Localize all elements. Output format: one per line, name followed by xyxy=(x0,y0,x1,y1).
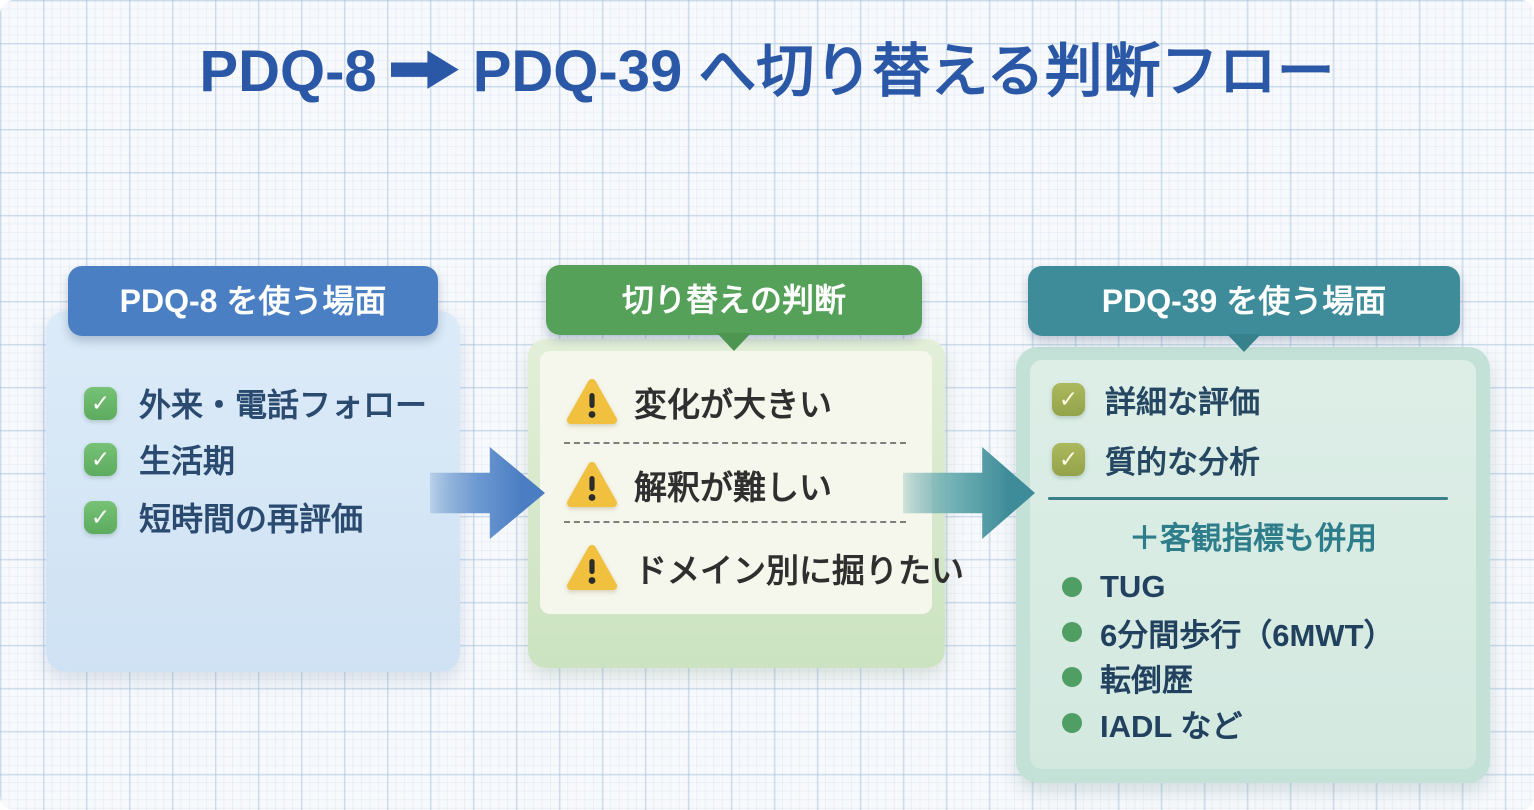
title-pdq8-label: PDQ-8 xyxy=(199,39,377,104)
checkmark-icon: ✓ xyxy=(1052,382,1085,416)
section-divider xyxy=(1048,497,1448,500)
pdq39-header: PDQ-39 を使う場面 xyxy=(1028,266,1460,352)
pdq39-header-label: PDQ-39 を使う場面 xyxy=(1101,283,1387,319)
speech-tail-icon xyxy=(1227,334,1261,352)
bullet-dot-icon xyxy=(1062,622,1082,642)
pdq8-header: PDQ-8 を使う場面 xyxy=(68,266,438,336)
decision-item-label: 変化が大きい xyxy=(634,386,832,423)
decision-item-row: 解釈が難しい xyxy=(566,461,832,509)
bullet-dot-icon xyxy=(1062,667,1082,687)
pdq39-bullet-label: TUG xyxy=(1100,569,1166,604)
pdq39-item-label: 質的な分析 xyxy=(1105,444,1260,480)
checkmark-icon: ✓ xyxy=(84,386,117,420)
title-right-arrow-icon xyxy=(390,50,459,89)
checkmark-icon: ✓ xyxy=(84,442,117,476)
decision-header-label: 切り替えの判断 xyxy=(621,282,846,318)
decision-header: 切り替えの判断 xyxy=(546,265,922,351)
warning-triangle-icon xyxy=(567,379,617,424)
pdq8-item-row: ✓ 生活期 xyxy=(84,441,235,479)
pdq39-bullet-label: 転倒歴 xyxy=(1100,662,1193,698)
pdq39-inner-panel xyxy=(1030,360,1476,769)
pdq8-item-row: ✓ 短時間の再評価 xyxy=(84,499,363,537)
bullet-dot-icon xyxy=(1062,577,1082,597)
pdq39-item-label: 詳細な評価 xyxy=(1105,384,1260,420)
bullet-dot-icon xyxy=(1062,713,1082,733)
pdq39-item-row: ✓ 詳細な評価 xyxy=(1052,381,1260,420)
checkmark-icon: ✓ xyxy=(84,500,117,534)
warning-triangle-icon xyxy=(567,462,617,507)
pdq8-item-row: ✓ 外来・電話フォロー xyxy=(84,385,427,423)
decision-item-label: 解釈が難しい xyxy=(634,469,832,506)
title-rest-label: PDQ-39 へ切り替える判断フロー xyxy=(472,39,1335,104)
pdq8-header-label: PDQ-8 を使う場面 xyxy=(119,283,387,319)
pdq39-bullet-label: IADL など xyxy=(1100,708,1243,744)
pdq39-bullet-row: 転倒歴 xyxy=(1062,660,1193,698)
decision-item-row: 変化が大きい xyxy=(566,378,832,426)
decision-item-row: ドメイン別に掘りたい xyxy=(566,544,964,592)
speech-tail-icon xyxy=(717,333,751,351)
pdq39-bullet-label: 6分間歩行（6MWT） xyxy=(1100,617,1395,653)
pdq8-item-label: 短時間の再評価 xyxy=(139,501,364,537)
pdq8-item-label: 生活期 xyxy=(139,443,236,479)
pdq39-item-row: ✓ 質的な分析 xyxy=(1052,441,1260,480)
pdq39-bullet-row: 6分間歩行（6MWT） xyxy=(1062,615,1395,653)
pdq39-bullet-row: IADL など xyxy=(1062,706,1242,744)
pdq39-bullet-row: TUG xyxy=(1062,569,1166,604)
objective-measures-note: ＋客観指標も併用 xyxy=(1129,521,1377,556)
decision-item-label: ドメイン別に掘りたい xyxy=(634,552,964,589)
page-title: PDQ-8 PDQ-39 へ切り替える判断フロー xyxy=(0,24,1534,108)
checkmark-icon: ✓ xyxy=(1052,442,1085,476)
dashed-divider xyxy=(564,521,906,523)
pdq8-card xyxy=(46,311,460,672)
pdq8-item-label: 外来・電話フォロー xyxy=(139,387,428,423)
warning-triangle-icon xyxy=(567,545,617,590)
dashed-divider xyxy=(564,442,906,444)
